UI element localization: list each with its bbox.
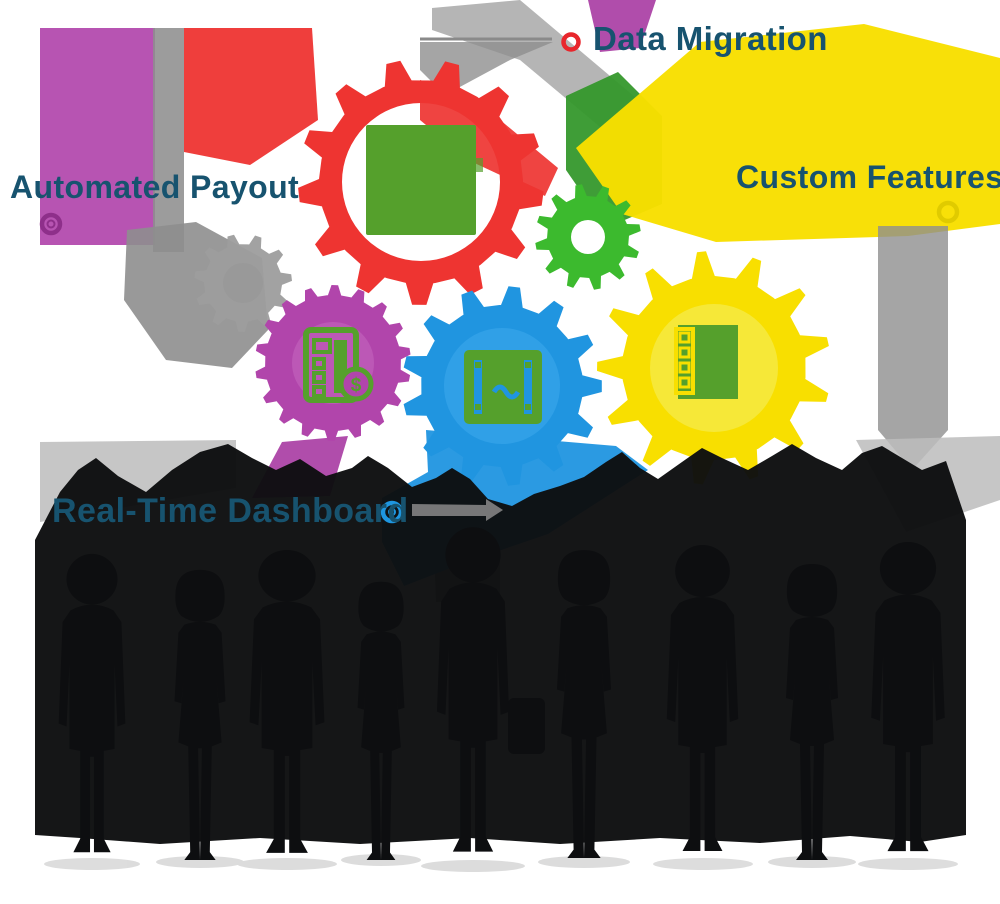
briefcase-silhouette (508, 698, 545, 754)
gray-gear (194, 234, 292, 332)
dashboard-arrow-icon (412, 499, 503, 521)
gray-band-shape (153, 28, 184, 252)
red-rect-shape (184, 28, 318, 165)
gray-right-rect-shape (878, 226, 948, 470)
magenta-top-shape (588, 0, 656, 52)
dollar-glyph: $ (351, 375, 362, 396)
green-gear (535, 184, 641, 290)
gear-icons: $ (303, 125, 738, 424)
label-real-time-dashboard: Real-Time Dashboard (52, 492, 409, 530)
callout-markers (39, 32, 960, 524)
custom-features-marker-icon (936, 200, 960, 224)
module-square-icon (366, 125, 483, 235)
yellow-poly-shape (576, 24, 1000, 242)
automated-payout-marker-inner (46, 219, 56, 229)
real-time-dashboard-marker-icon (380, 500, 404, 524)
feature-list-icon (674, 325, 738, 399)
label-data-migration: Data Migration (593, 20, 828, 57)
label-custom-features: Custom Features (736, 159, 1000, 195)
label-automated-payout: Automated Payout (10, 169, 300, 205)
dashboard-monitor-icon (464, 350, 542, 424)
red-gear (298, 60, 544, 305)
crowd (35, 444, 966, 872)
data-migration-marker-icon (561, 32, 581, 52)
automated-payout-marker-icon (39, 212, 63, 236)
real-time-dashboard-marker-inner (388, 508, 396, 516)
purple-rect-shape (40, 28, 155, 245)
calculator-payout-icon: $ (303, 327, 374, 403)
gray-heptagon-shape (124, 222, 268, 368)
foot-shadows (44, 854, 958, 872)
